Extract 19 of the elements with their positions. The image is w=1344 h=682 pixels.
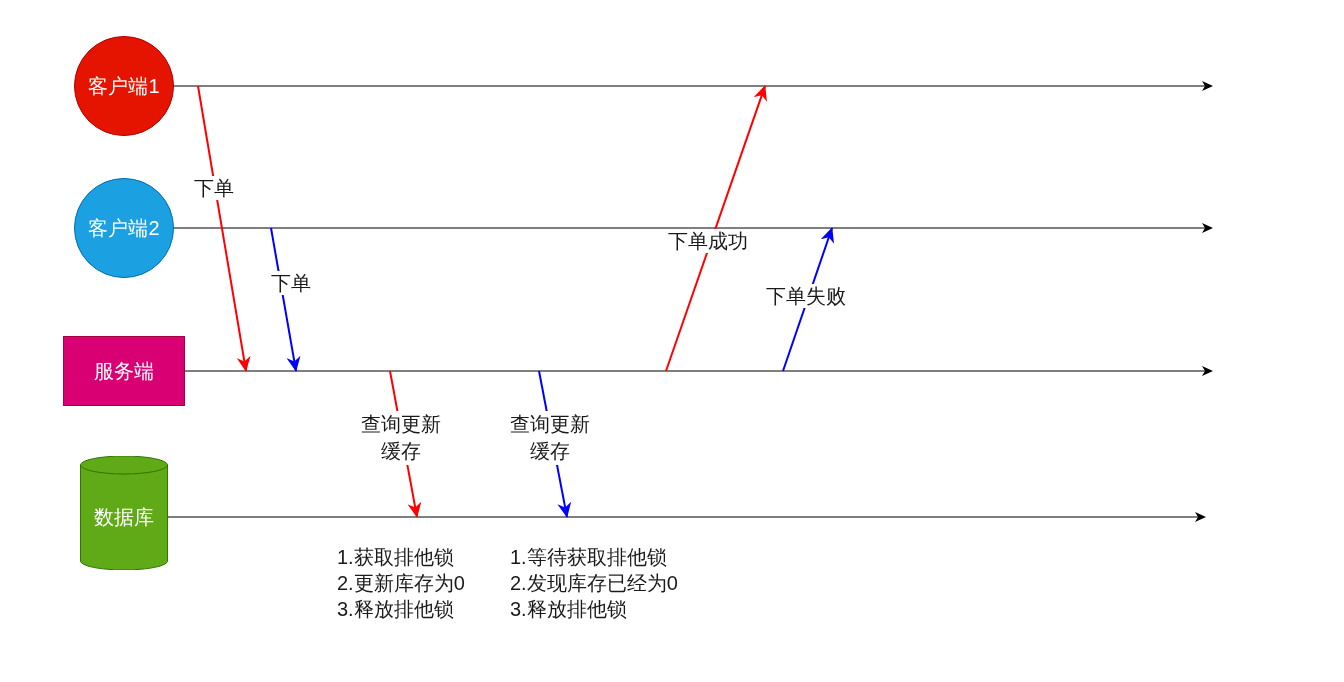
message-arrow: [197, 85, 251, 372]
message-arrow: [665, 85, 768, 372]
edge-label: 下单成功: [668, 229, 748, 253]
note-text: 1.等待获取排他锁: [510, 545, 667, 570]
node-label: 数据库: [94, 505, 154, 529]
edge-label: 查询更新缓存: [358, 411, 444, 465]
node-label: 服务端: [94, 359, 154, 383]
node-label: 客户端1: [88, 74, 160, 98]
note-text: 3.释放排他锁: [510, 597, 627, 622]
edge-label: 下单: [194, 176, 234, 200]
server-box: [63, 336, 185, 406]
edge-label: 查询更新缓存: [507, 411, 593, 465]
edge-label: 下单: [271, 271, 311, 295]
node-label: 客户端2: [88, 216, 160, 240]
edge-label: 下单失败: [766, 284, 846, 308]
note-text: 2.发现库存已经为0: [510, 571, 678, 596]
note-text: 1.获取排他锁: [337, 545, 454, 570]
note-text: 3.释放排他锁: [337, 597, 454, 622]
note-text: 2.更新库存为0: [337, 571, 465, 596]
